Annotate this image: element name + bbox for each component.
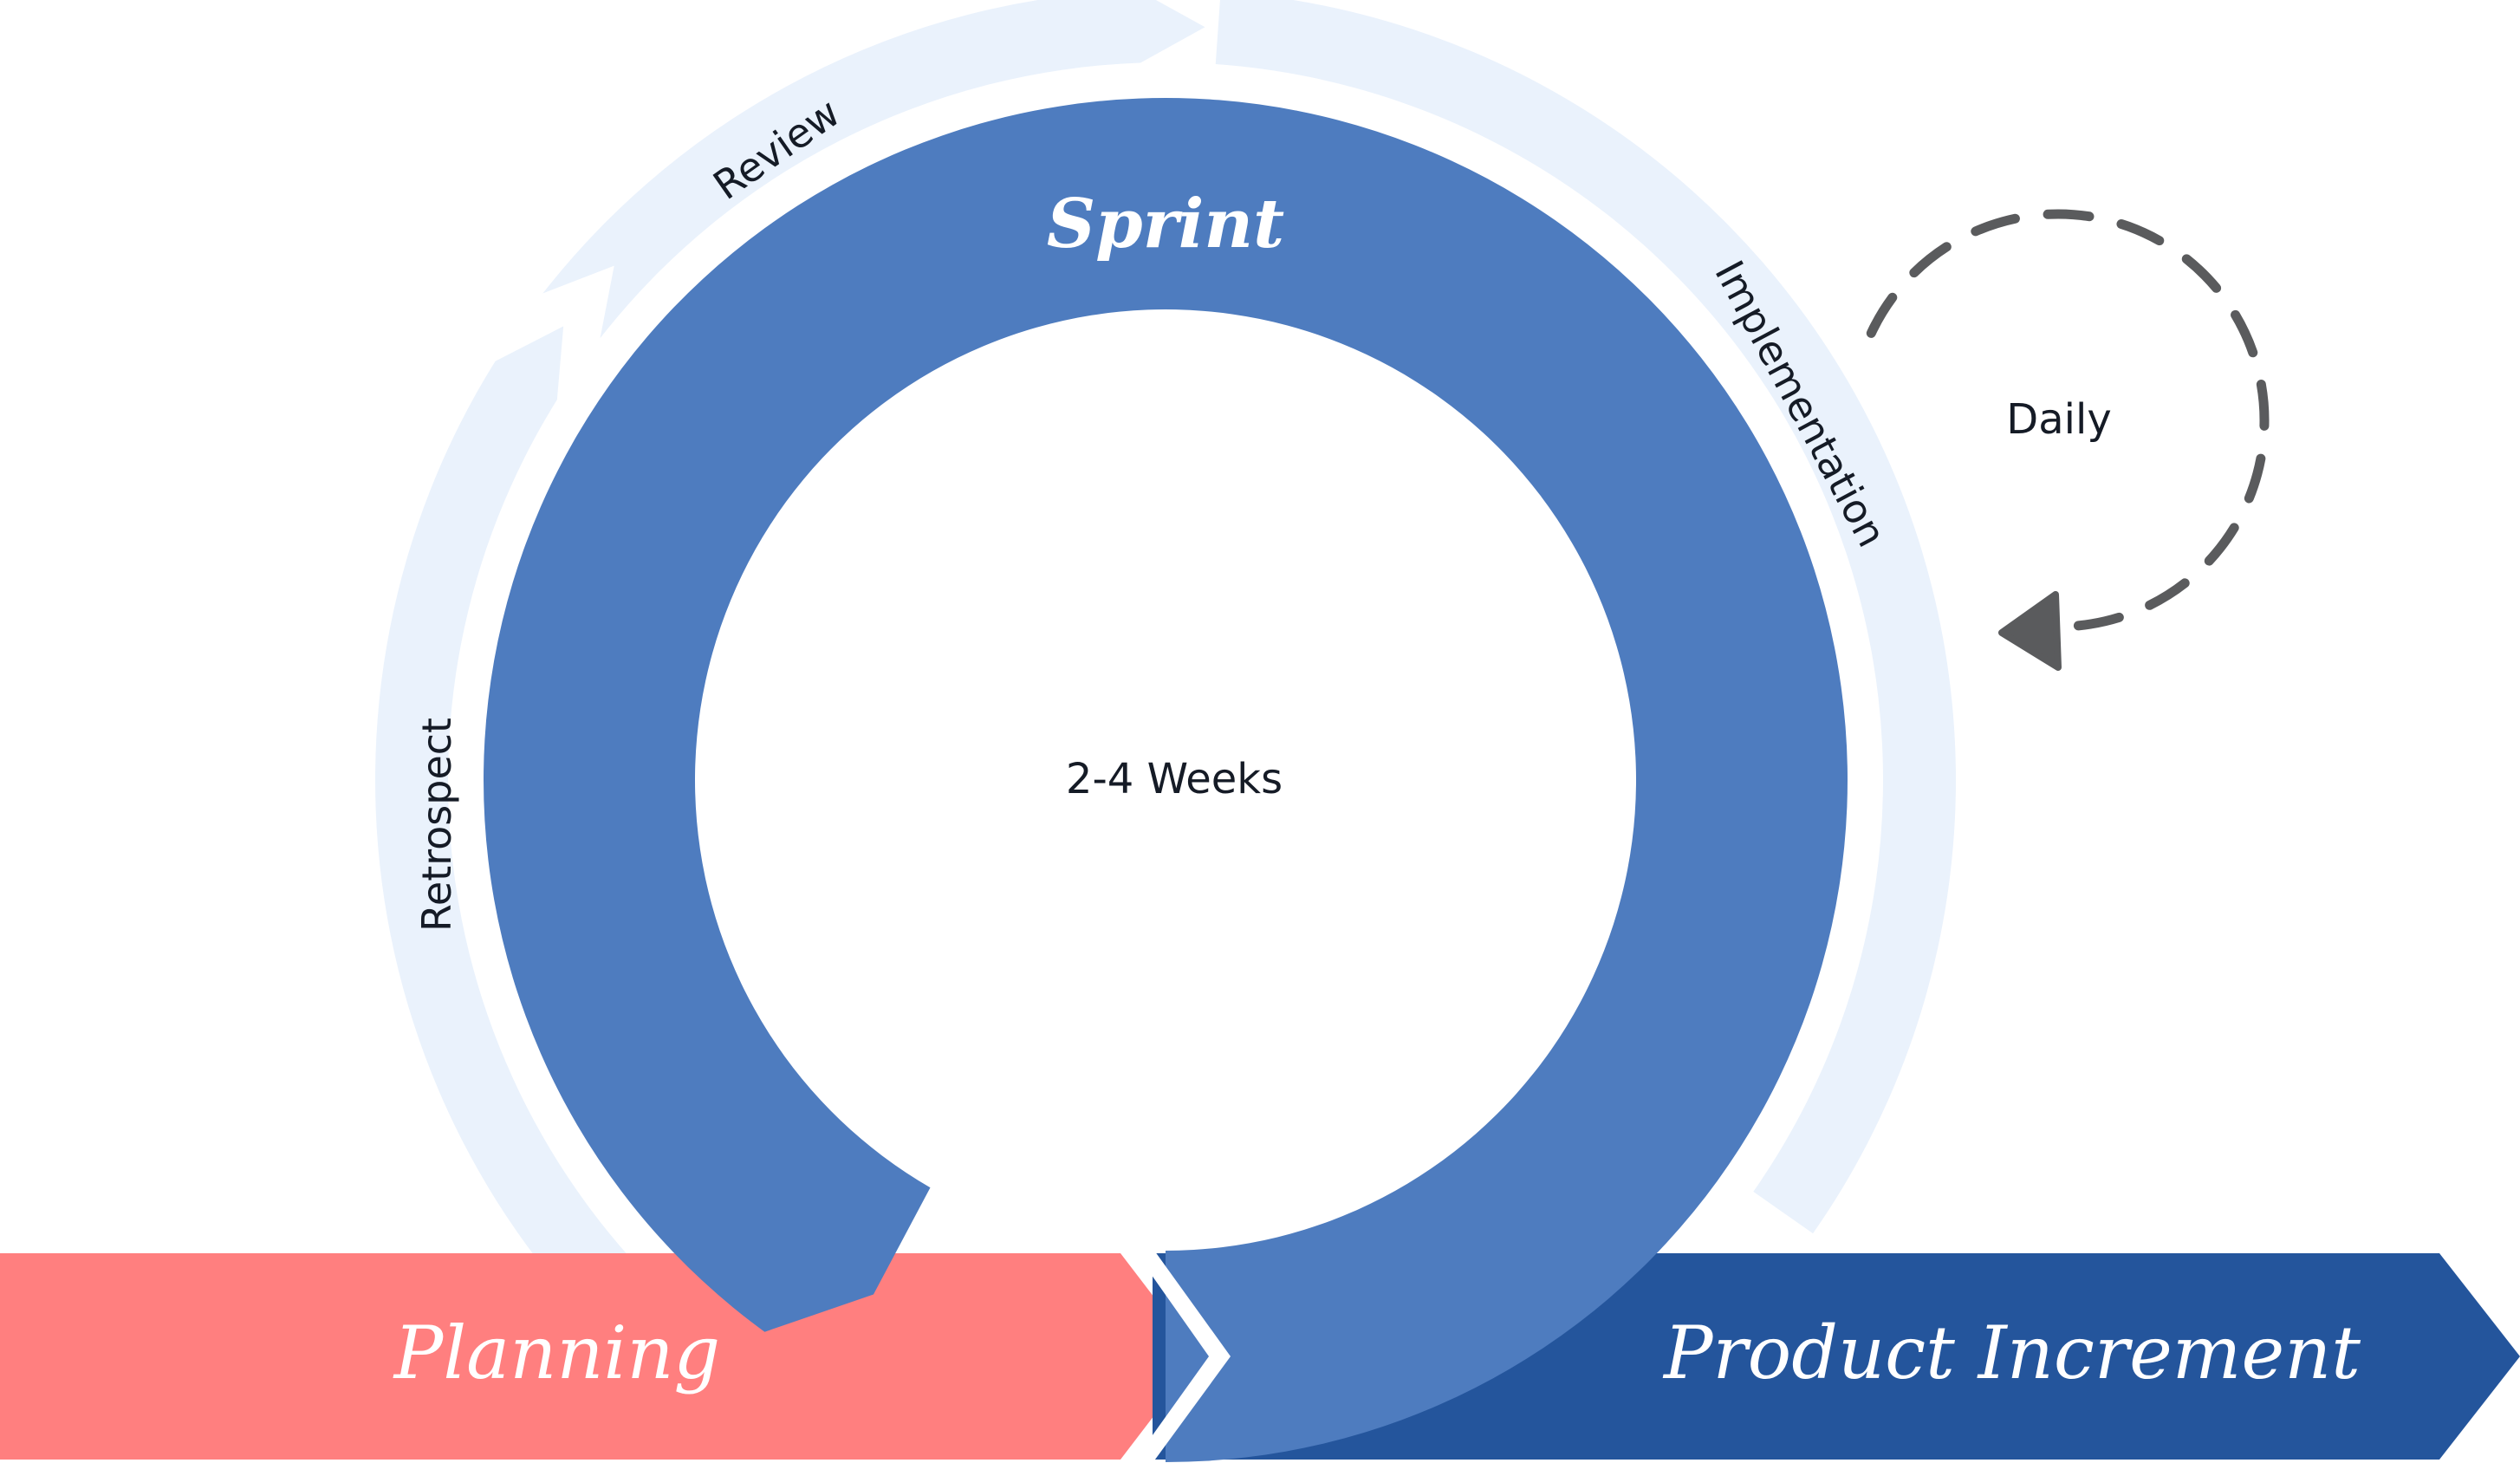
phase-segment-retrospect xyxy=(374,326,724,1403)
phase-label-retrospect: Retrospect xyxy=(413,718,460,932)
sprint-ring xyxy=(483,97,1848,1463)
daily-arrowhead-icon xyxy=(1998,591,2062,671)
daily-label: Daily xyxy=(2006,395,2111,444)
phase-segment-implementation xyxy=(1215,0,1956,1234)
phase-ring xyxy=(374,0,1956,1403)
planning-label: Planning xyxy=(393,1310,720,1395)
phase-segment-review xyxy=(542,0,1205,339)
daily-dashed-arc xyxy=(1866,209,2270,636)
planning-arrow xyxy=(0,1253,1199,1460)
sprint-title: Sprint xyxy=(1047,185,1284,263)
ring-notch xyxy=(1133,1248,1231,1463)
sprint-duration: 2-4 Weeks xyxy=(1066,755,1283,803)
product-increment-label: Product Increment xyxy=(1662,1310,2361,1395)
daily-loop: Daily xyxy=(1866,209,2270,671)
